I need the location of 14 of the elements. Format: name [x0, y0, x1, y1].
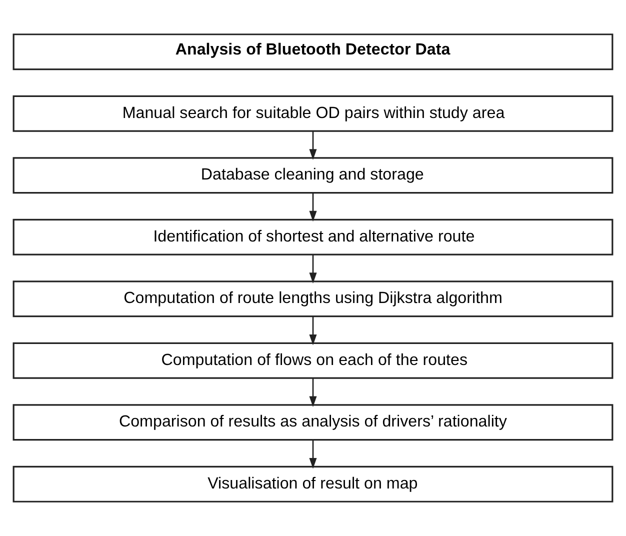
node-box: Computation of flows on each of the routes	[12, 342, 614, 379]
arrow	[309, 316, 317, 346]
node-box: Comparison of results as analysis of drivers’ rationality	[12, 404, 614, 441]
arrow	[309, 254, 317, 284]
arrow	[309, 378, 317, 407]
node-box: Identification of shortest and alternative route	[12, 218, 614, 256]
arrow	[309, 440, 317, 469]
node-box: Computation of route lengths using Dijkstra algorithm	[12, 280, 614, 318]
arrow	[309, 131, 317, 160]
node-box: Manual search for suitable OD pairs within study area	[12, 95, 614, 132]
node-box: Database cleaning and storage	[12, 157, 614, 194]
node-box: Analysis of Bluetooth Detector Data	[12, 34, 614, 70]
arrow	[309, 192, 317, 222]
node-box: Visualisation of result on map	[12, 466, 614, 502]
